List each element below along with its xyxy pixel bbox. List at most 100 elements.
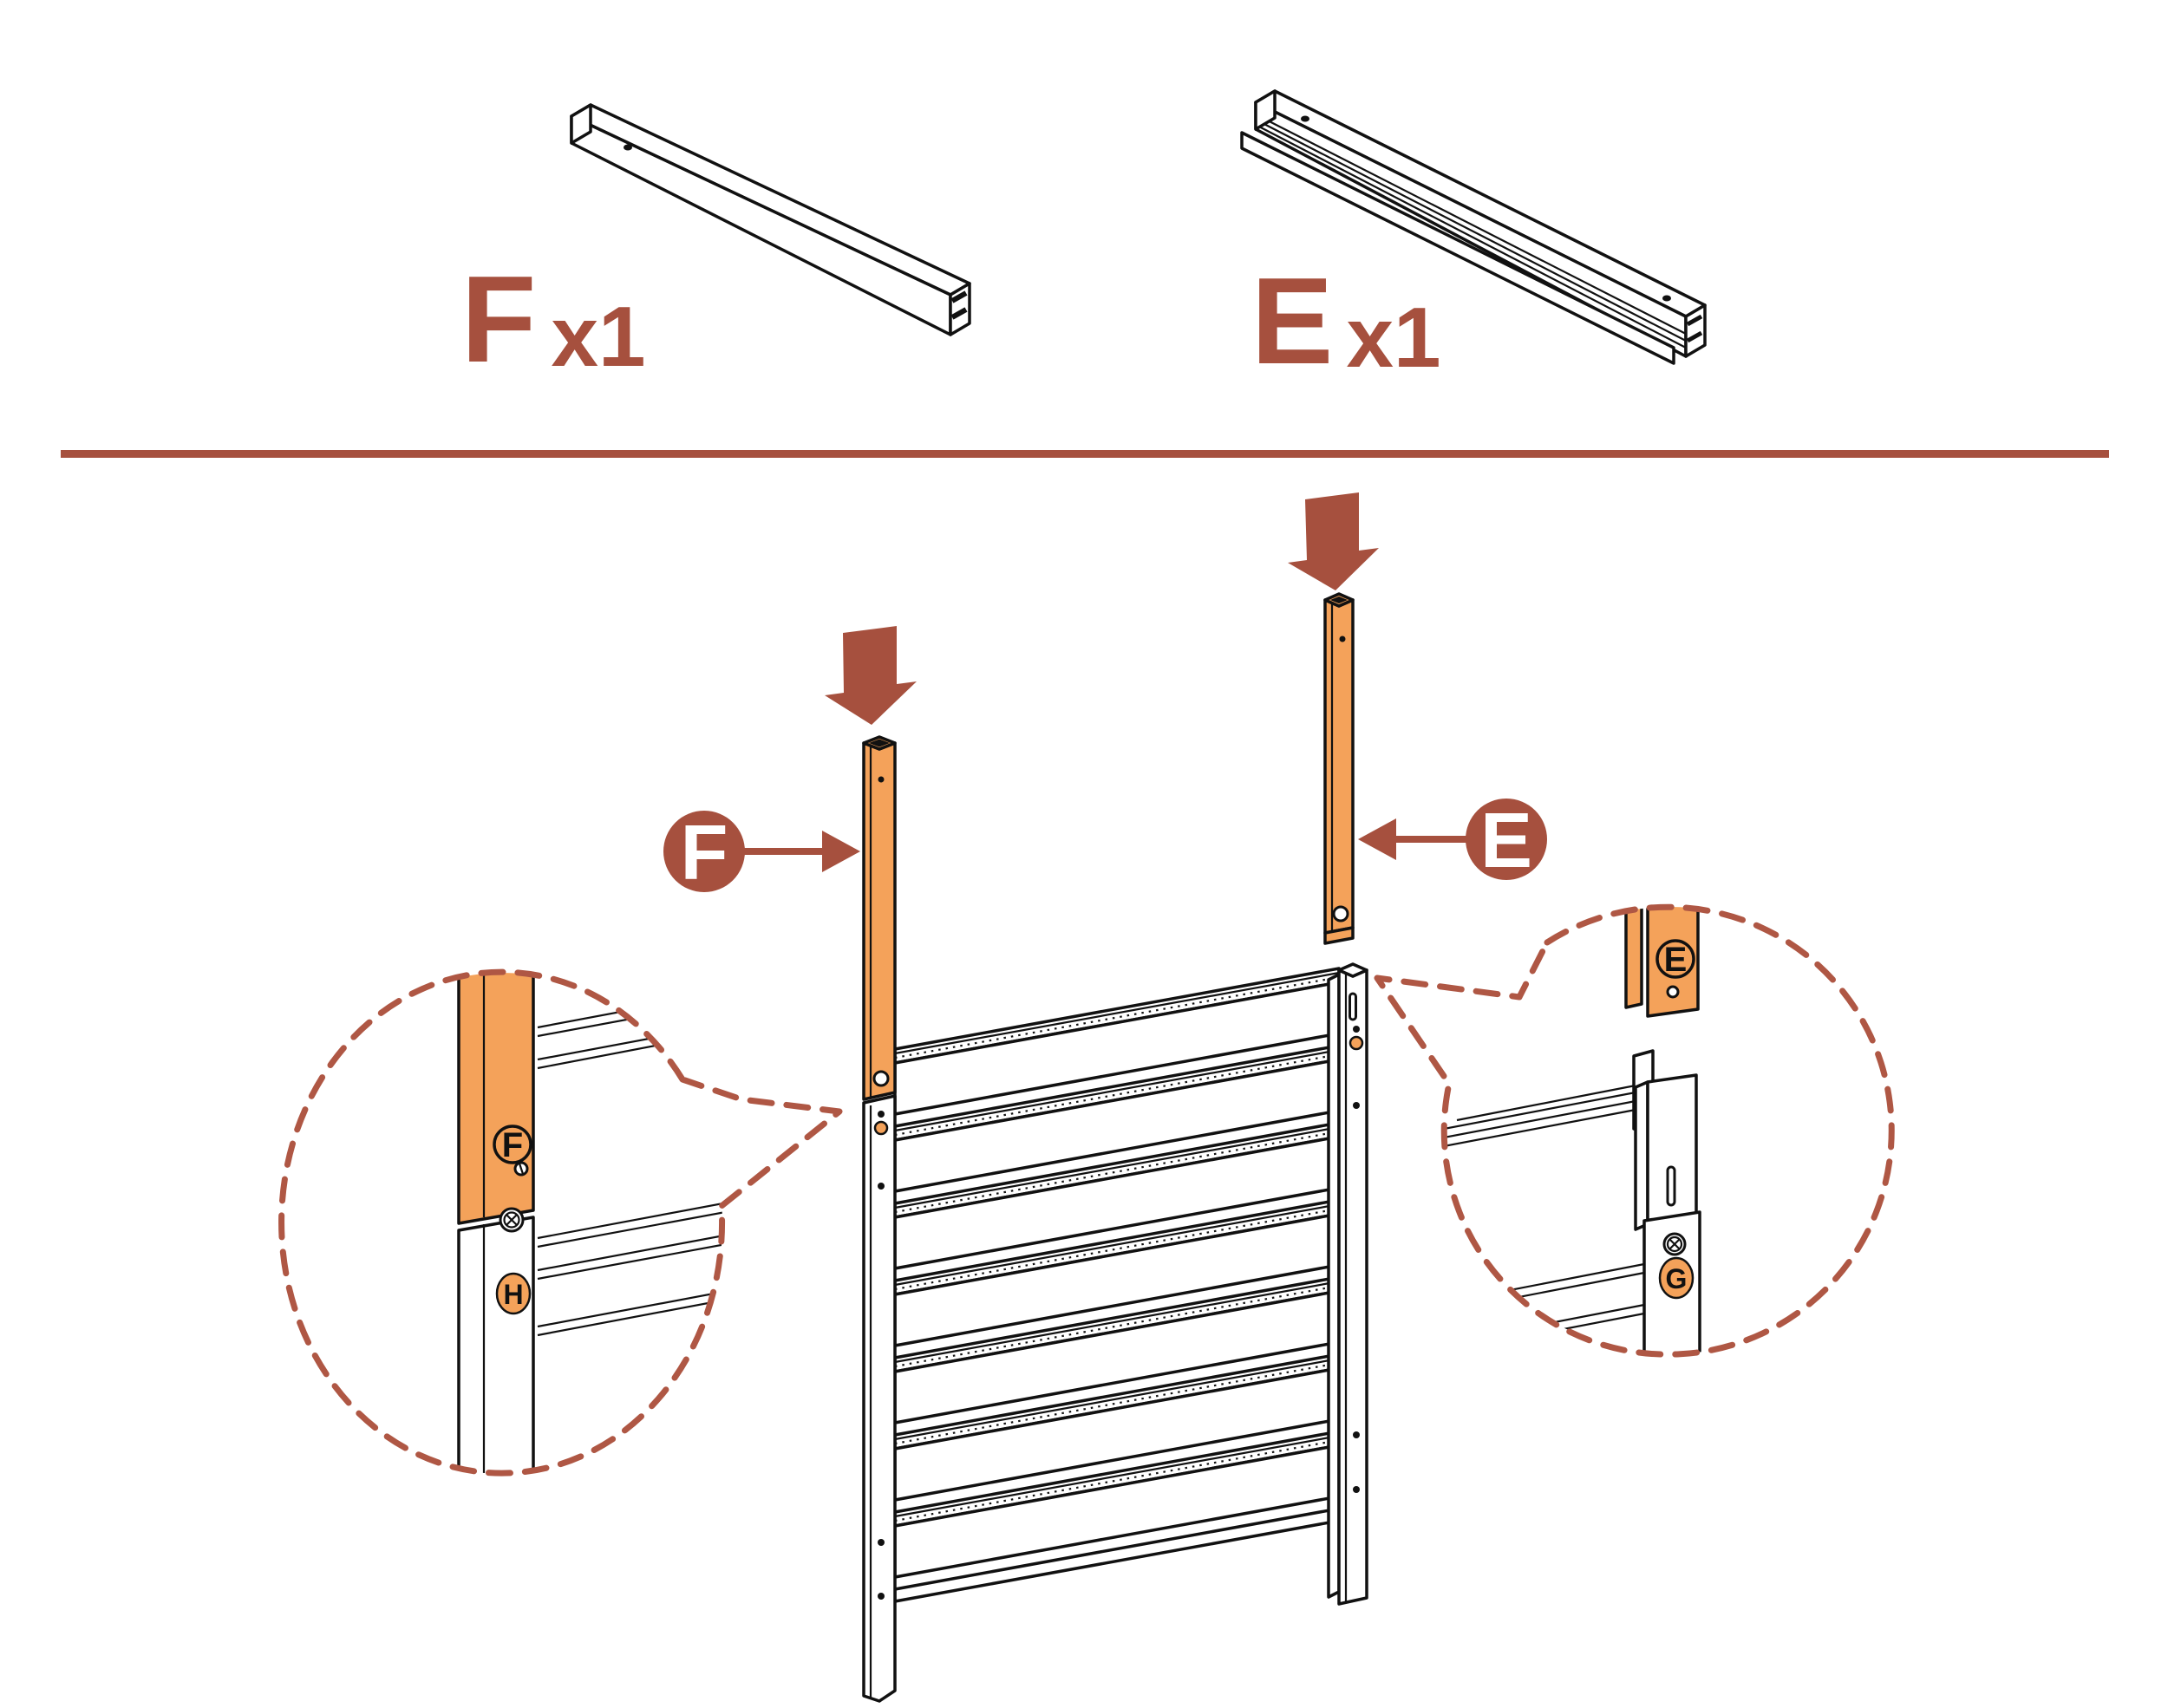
right-stile-slot [1348,992,1357,1021]
panel-left-stile [862,735,897,1703]
right-stile-dot [1353,1102,1360,1109]
panel-slat-strip-line [894,971,1340,1055]
part-f-figure [570,103,971,336]
post-f-top-channel [869,739,890,747]
detail-left-slat-line [537,1207,722,1248]
panel-slat-strip-dots [894,1284,1340,1368]
detail-bubble-left-content: F H [457,973,722,1474]
detail-left-post-f [457,973,535,1225]
panel-slat-strip-line [894,1280,1340,1364]
screw-icon-inner [503,1211,520,1229]
detail-left-slat-line [537,1288,722,1328]
left-stile-orange-hole [873,1120,889,1136]
callout-f-circle [663,811,745,892]
left-stile-dot [878,1111,885,1118]
screw-icon-inner [1666,1235,1683,1253]
post-e-top-channel [1330,596,1348,603]
part-e-channel-line [1686,330,1703,343]
panel-slat-strip-dots [894,1053,1340,1137]
callout-e-arrow-icon [1358,818,1396,860]
part-e-letter: E [1251,252,1334,390]
panel-slat-strip-dots [894,1207,1340,1291]
detail-bubble-right: G E [1374,903,1895,1358]
panel-slat-strip-line [894,1434,1340,1518]
right-stile-body [1337,968,1368,1606]
detail-right-connector-g [1642,1210,1701,1354]
part-f-letter: F [461,251,537,388]
right-stile-dot [1353,1026,1360,1033]
detail-left-post-h [457,1216,535,1474]
detail-right-post-e-lip [1624,907,1643,1009]
callout-f: F [663,810,860,896]
part-f-bar-top-face [570,103,971,297]
post-f-dot [878,776,885,783]
part-f-quantity: x1 [551,289,645,384]
callout-f-arrow-icon [822,831,860,872]
post-e-hole [1332,905,1349,922]
detail-right-post-left-face [1634,1080,1649,1231]
detail-right-slat-line [1446,1091,1636,1131]
callout-e: E [1358,798,1547,884]
detail-left-screw-slot [518,1163,525,1175]
part-e-quantity: x1 [1346,290,1440,385]
detail-bubble-left: F H [278,968,843,1477]
screw-icon-cross [1668,1238,1681,1250]
detail-right-slat-line [1486,1303,1645,1337]
panel-slat-strip-line [894,1125,1340,1209]
callout-e-letter: E [1480,798,1532,884]
part-f-bar-left-cap [570,103,592,145]
assembly-section: F E [278,492,1895,1703]
left-stile-dot [878,1593,885,1600]
callout-f-letter: F [681,810,728,896]
right-stile-dot [1353,1431,1360,1438]
right-stile-top-cap [1337,962,1368,978]
detail-left-slat-line [537,1238,722,1281]
detail-left-slat-line [537,1296,722,1337]
detail-right-post-slot [1666,1165,1676,1207]
screw-icon-cross [506,1214,518,1226]
detail-right-post-e-face [1646,907,1700,1018]
part-e-groove [1255,114,1687,335]
insert-arrow-f-icon [825,626,917,725]
panel-right-stile [1327,962,1368,1606]
right-stile-orange-hole [1348,1035,1364,1051]
part-e-groove [1255,119,1687,342]
detail-left-label-h: H [503,1279,523,1310]
post-f-body [862,741,897,1101]
detail-bubble-right-content: G E [1446,907,1701,1354]
part-f-channel-line [950,307,968,320]
detail-left-label-f: F [502,1126,523,1164]
detail-right-hole [1666,985,1680,999]
panel-slat-strip-line [894,1203,1340,1287]
detail-right-slat-line [1486,1312,1645,1346]
panel-slats [893,967,1341,1579]
detail-right-slat-line [1456,1084,1636,1122]
panel-slat-strip-dots [894,1361,1340,1445]
panel-slat-strip-dots [894,1130,1340,1214]
left-stile-dot [878,1183,885,1190]
part-f-channel-line [950,290,968,303]
panel-slat-strip-dots [894,975,1340,1059]
panel-slat-strip-line [894,1048,1340,1132]
part-e-figure [1240,89,1707,365]
detail-left-label-h-badge [495,1272,532,1315]
detail-right-label-e-ring [1655,939,1695,979]
detail-bubble-right-outline [1374,903,1895,1358]
detail-left-label-f-ring [493,1125,532,1164]
part-e-hole [1662,295,1671,302]
section-divider [61,450,2109,458]
detail-left-slat-line [537,1198,722,1240]
part-f-hole [624,144,632,151]
post-e-bottom-cap [1323,926,1355,945]
part-e-hole [1301,115,1309,122]
detail-left-slat-line [537,1229,722,1272]
post-e-body [1323,598,1355,935]
detail-right-label-e: E [1664,941,1688,979]
part-e-channel-line [1686,314,1703,327]
panel-slat-strip-line [894,1357,1340,1441]
slatted-panel [862,735,1368,1703]
right-stile-back-strip [1327,973,1341,1599]
part-e-front-lip [1240,131,1675,365]
detail-right-label-g: G [1666,1263,1688,1294]
